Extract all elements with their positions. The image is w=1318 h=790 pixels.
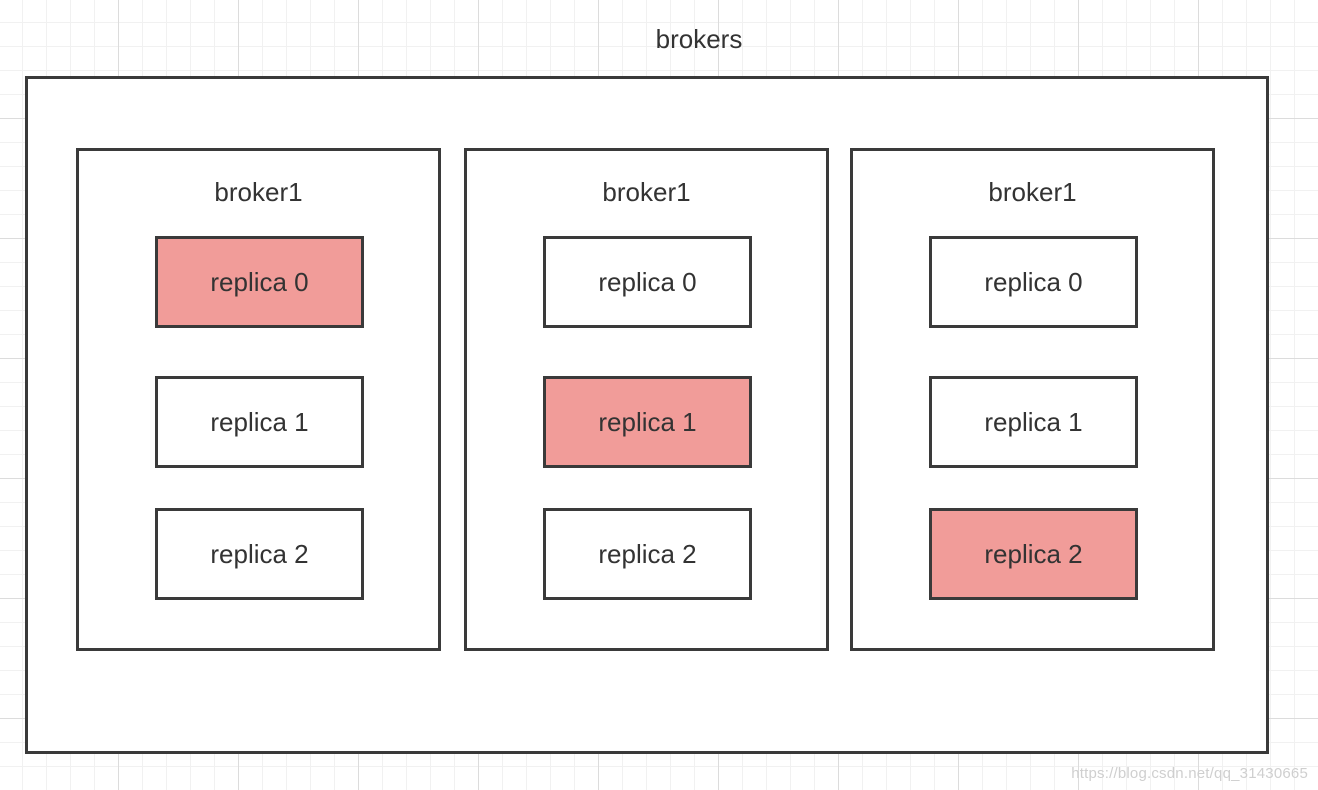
replica-box-0: replica 0: [155, 236, 364, 328]
replica-box-1: replica 1: [155, 376, 364, 468]
replica-box-2: replica 2: [543, 508, 752, 600]
replica-box-0: replica 0: [543, 236, 752, 328]
broker-box-3: broker1 replica 0 replica 1 replica 2: [850, 148, 1215, 651]
broker-box-1: broker1 replica 0 replica 1 replica 2: [76, 148, 441, 651]
replica-box-1: replica 1: [543, 376, 752, 468]
replica-box-2: replica 2: [155, 508, 364, 600]
replica-box-2: replica 2: [929, 508, 1138, 600]
broker-label: broker1: [602, 177, 691, 207]
replica-box-0: replica 0: [929, 236, 1138, 328]
broker-label: broker1: [214, 177, 303, 207]
replica-box-1: replica 1: [929, 376, 1138, 468]
watermark-text: https://blog.csdn.net/qq_31430665: [1071, 765, 1308, 782]
diagram-title: brokers: [655, 24, 743, 54]
broker-label: broker1: [988, 177, 1077, 207]
broker-box-2: broker1 replica 0 replica 1 replica 2: [464, 148, 829, 651]
